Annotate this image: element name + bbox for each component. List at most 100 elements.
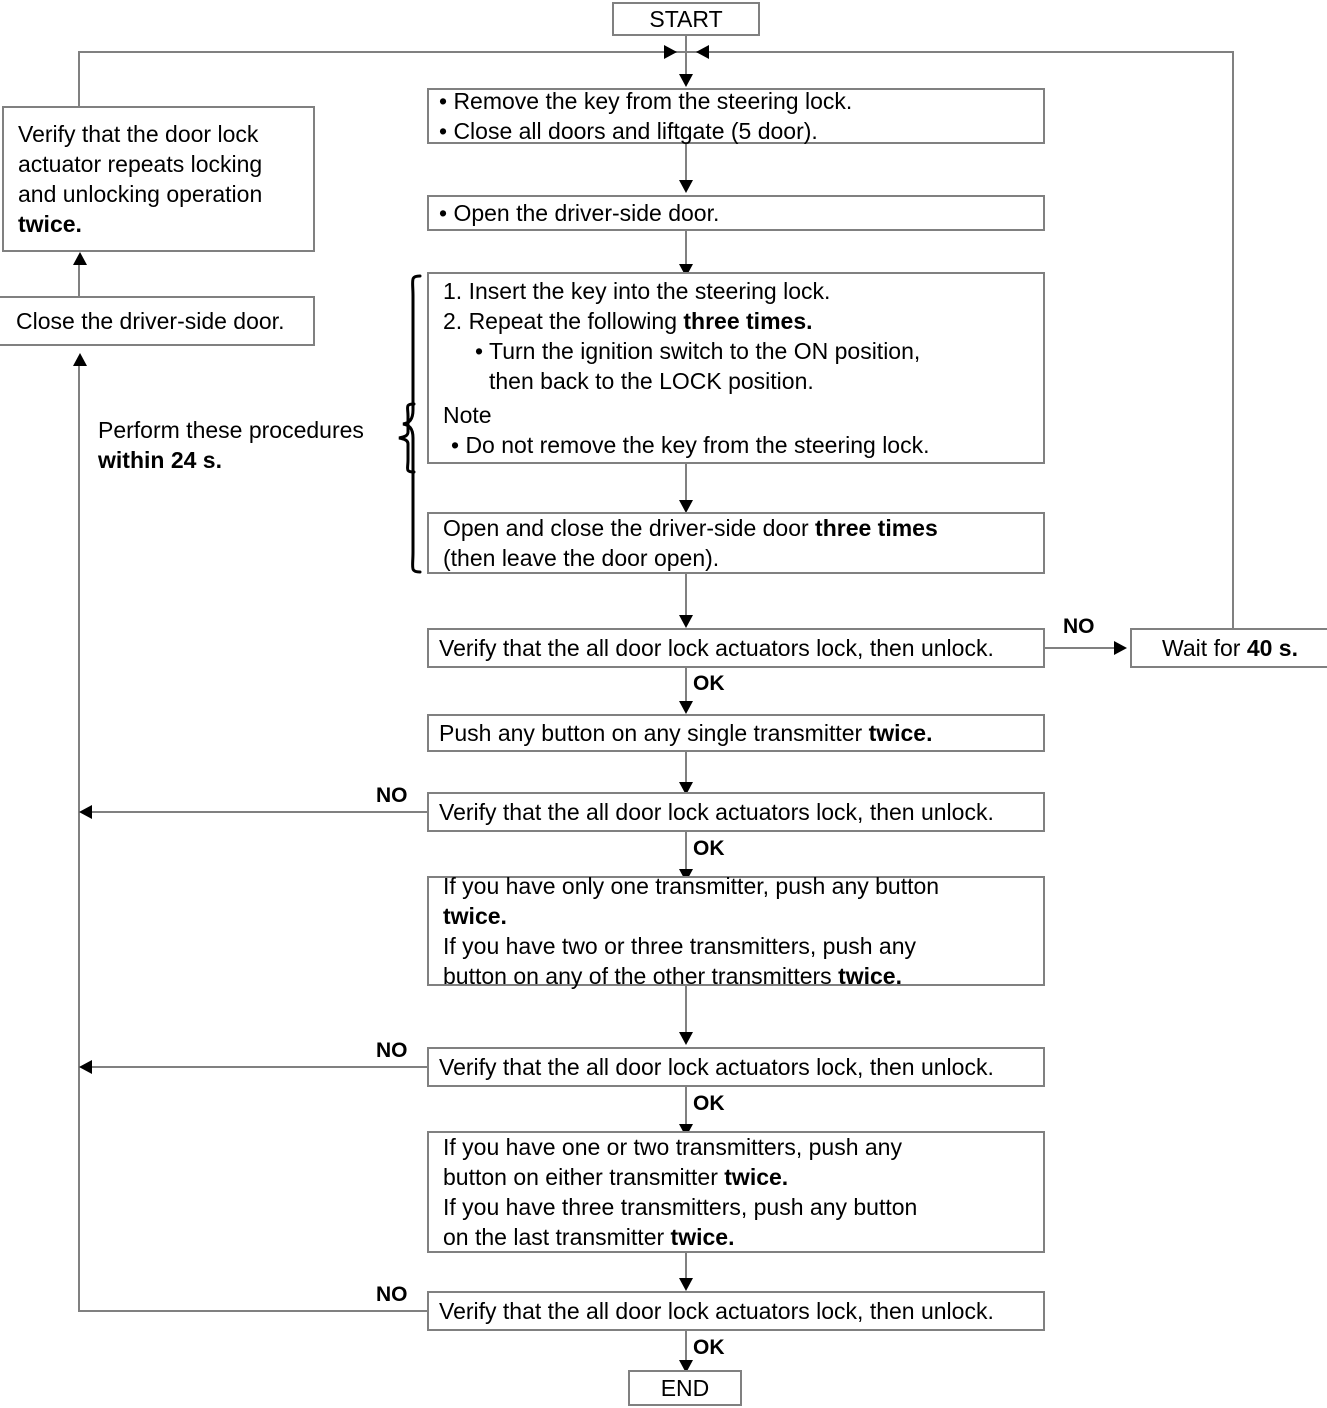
connector-verify4-no xyxy=(78,1310,428,1312)
connector-left-outer-rail xyxy=(78,51,80,107)
node-step4-line-1: Open and close the driver-side door thre… xyxy=(443,513,1033,543)
node-step6-line-4-bold: twice. xyxy=(670,1224,735,1250)
node-step3-line-2-text: 2. Repeat the following xyxy=(443,308,684,334)
node-step6-line-1: If you have one or two transmitters, pus… xyxy=(443,1134,902,1160)
node-step6-line-4: on the last transmitter twice. xyxy=(443,1222,1033,1252)
arrowhead-verify4 xyxy=(679,1278,693,1291)
node-close-door-label: Close the driver-side door. xyxy=(16,308,285,334)
node-step5-line-4: button on any of the other transmitters … xyxy=(443,961,1033,991)
node-step3-line-1: 1. Insert the key into the steering lock… xyxy=(443,278,831,304)
arrowhead-verify1 xyxy=(679,615,693,628)
node-step1-line-2: • Close all doors and liftgate (5 door). xyxy=(439,118,818,144)
connector-step5-to-verify3 xyxy=(685,986,687,1034)
connector-verify2-to-step5 xyxy=(685,831,687,875)
node-push1[interactable]: Push any button on any single transmitte… xyxy=(427,714,1045,752)
node-step5-line-1: If you have only one transmitter, push a… xyxy=(443,873,940,899)
connector-push1-to-verify2 xyxy=(685,751,687,788)
node-wait-prefix: Wait for xyxy=(1162,635,1247,661)
edge-label-ok-3: OK xyxy=(693,1092,725,1115)
node-step3[interactable]: 1. Insert the key into the steering lock… xyxy=(427,272,1045,464)
connector-left-rail-up xyxy=(78,365,80,1311)
node-step4-line-1-bold: three times xyxy=(815,515,938,541)
connector-top-bus-right xyxy=(686,51,1234,53)
node-step4-line-2: (then leave the door open). xyxy=(443,545,720,571)
node-step3-line-3: • Turn the ignition switch to the ON pos… xyxy=(475,338,921,364)
node-step6-line-3: If you have three transmitters, push any… xyxy=(443,1194,918,1220)
node-step3-line-2-bold: three times. xyxy=(683,308,813,334)
node-step5-line-4-bold: twice. xyxy=(838,963,902,989)
node-step4-line-1-text: Open and close the driver-side door xyxy=(443,515,816,541)
node-start[interactable]: START xyxy=(612,2,760,36)
node-verify-actuator-line-3: and unlocking operation xyxy=(18,181,263,207)
connector-bus-to-step1 xyxy=(685,51,687,77)
arrowhead-top-bus-right xyxy=(696,45,709,59)
node-step6[interactable]: If you have one or two transmitters, pus… xyxy=(427,1131,1045,1253)
brace-large-icon xyxy=(400,274,424,574)
arrowhead-end xyxy=(679,1360,693,1373)
arrowhead-top-bus-left xyxy=(664,45,677,59)
edge-label-no-1: NO xyxy=(1063,615,1095,638)
connector-verify3-no xyxy=(92,1066,428,1068)
node-verify1[interactable]: Verify that the all door lock actuators … xyxy=(427,628,1045,668)
node-step6-line-4-text: on the last transmitter xyxy=(443,1224,671,1250)
arrowhead-verify-actuator xyxy=(73,252,87,265)
node-step5-line-4-text: button on any of the other transmitters xyxy=(443,963,839,989)
node-step1[interactable]: • Remove the key from the steering lock.… xyxy=(427,88,1045,144)
annotation-perform-line-1: Perform these procedures xyxy=(98,417,364,443)
node-wait-bold: 40 s. xyxy=(1246,635,1298,661)
node-push1-bold: twice. xyxy=(868,720,933,746)
connector-verify3-to-step6 xyxy=(685,1086,687,1130)
arrowhead-verify3 xyxy=(679,1032,693,1045)
node-verify2-label: Verify that the all door lock actuators … xyxy=(439,799,994,825)
connector-verify2-no xyxy=(92,811,428,813)
arrowhead-close-door xyxy=(73,353,87,366)
node-wait-text: Wait for 40 s. xyxy=(1162,633,1298,663)
edge-label-no-2: NO xyxy=(376,784,408,807)
node-end[interactable]: END xyxy=(628,1370,742,1406)
node-verify4[interactable]: Verify that the all door lock actuators … xyxy=(427,1291,1045,1331)
connector-step3-to-step4 xyxy=(685,463,687,505)
arrowhead-step1 xyxy=(679,74,693,87)
node-step3-note-item: • Do not remove the key from the steerin… xyxy=(451,432,930,458)
node-step4[interactable]: Open and close the driver-side door thre… xyxy=(427,512,1045,574)
node-verify-actuator-line-1: Verify that the door lock xyxy=(18,121,259,147)
node-step5-line-2-bold: twice. xyxy=(443,903,507,929)
node-step1-line-1: • Remove the key from the steering lock. xyxy=(439,88,853,114)
node-close-door[interactable]: Close the driver-side door. xyxy=(0,296,315,346)
node-start-label: START xyxy=(649,6,723,32)
brace-small-icon xyxy=(396,402,418,474)
arrowhead-step2 xyxy=(679,180,693,193)
node-step3-line-4: then back to the LOCK position. xyxy=(489,368,814,394)
node-verify3-label: Verify that the all door lock actuators … xyxy=(439,1054,994,1080)
edge-label-ok-1: OK xyxy=(693,672,725,695)
connector-step2-to-step3 xyxy=(685,230,687,266)
node-step5-line-2: twice. xyxy=(443,901,1033,931)
arrowhead-verify3-no xyxy=(79,1060,92,1074)
node-verify-actuator-line-4-bold: twice. xyxy=(18,211,82,237)
annotation-perform-line-2-bold: within 24 s. xyxy=(98,447,222,473)
node-wait[interactable]: Wait for 40 s. xyxy=(1130,628,1327,668)
node-verify2[interactable]: Verify that the all door lock actuators … xyxy=(427,792,1045,832)
node-step6-line-2-text: button on either transmitter xyxy=(443,1164,725,1190)
arrowhead-push1 xyxy=(679,701,693,714)
node-step5-line-3: If you have two or three transmitters, p… xyxy=(443,933,917,959)
arrowhead-wait xyxy=(1114,641,1127,655)
arrowhead-step4 xyxy=(679,500,693,513)
connector-start-to-bus xyxy=(685,34,687,54)
edge-label-no-4: NO xyxy=(376,1283,408,1306)
node-verify3[interactable]: Verify that the all door lock actuators … xyxy=(427,1047,1045,1087)
node-verify-actuator[interactable]: Verify that the door lock actuator repea… xyxy=(2,106,315,252)
node-verify-actuator-line-2: actuator repeats locking xyxy=(18,151,263,177)
annotation-perform-procedures: Perform these procedures within 24 s. xyxy=(98,415,398,475)
node-step3-note-label: Note xyxy=(443,402,492,428)
node-push1-text: Push any button on any single transmitte… xyxy=(439,718,1033,748)
connector-right-outer-rail xyxy=(1232,51,1234,628)
node-step2[interactable]: • Open the driver-side door. xyxy=(427,195,1045,231)
annotation-perform-line-2: within 24 s. xyxy=(98,445,398,475)
node-verify1-label: Verify that the all door lock actuators … xyxy=(439,635,994,661)
node-step5[interactable]: If you have only one transmitter, push a… xyxy=(427,873,1045,989)
node-verify4-label: Verify that the all door lock actuators … xyxy=(439,1298,994,1324)
edge-label-ok-2: OK xyxy=(693,837,725,860)
node-step2-line-1: • Open the driver-side door. xyxy=(439,200,720,226)
